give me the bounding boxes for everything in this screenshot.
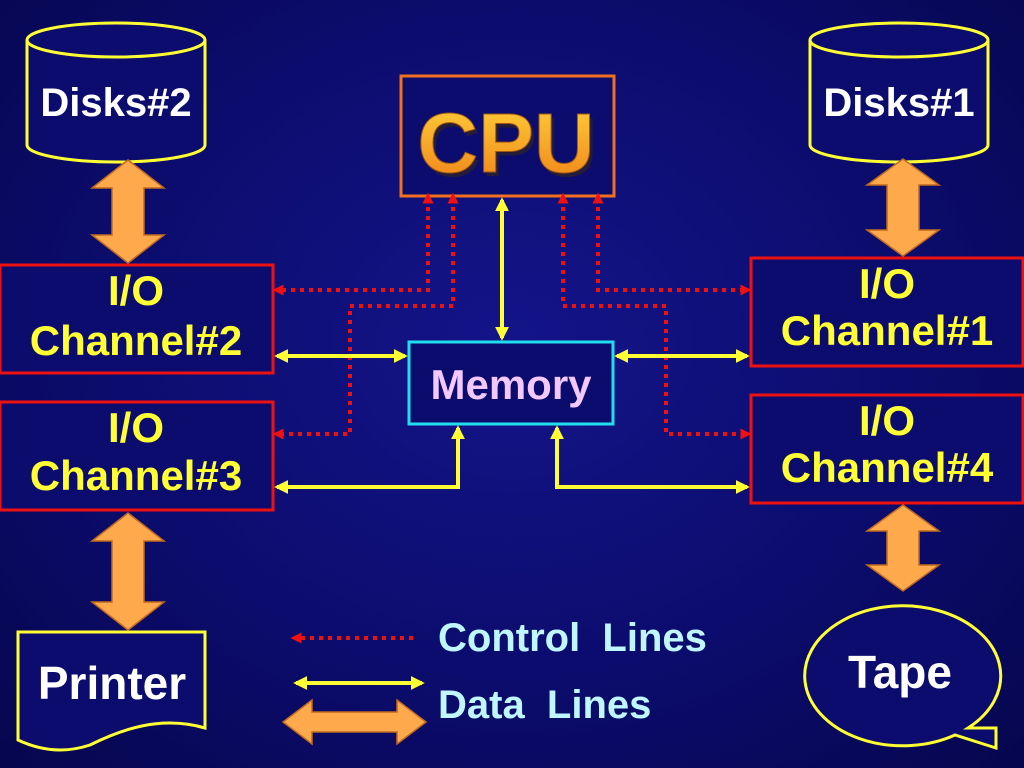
channel4-line2: Channel#4 bbox=[781, 444, 994, 491]
data-lines bbox=[274, 197, 750, 494]
channel3-line2: Channel#3 bbox=[30, 452, 242, 499]
control-line-cpu-channel4 bbox=[557, 192, 752, 440]
control-line-cpu-channel1 bbox=[592, 192, 752, 296]
double-arrow-icon bbox=[89, 512, 167, 631]
channel1-line1: I/O bbox=[859, 260, 915, 307]
data-line-channel4-memory bbox=[550, 425, 750, 494]
printer-label: Printer bbox=[38, 657, 186, 709]
tape-label: Tape bbox=[848, 646, 952, 698]
legend-data-label: Data Lines bbox=[438, 683, 651, 727]
printer-document: Printer bbox=[16, 630, 207, 752]
legend-control-label: Control Lines bbox=[438, 616, 707, 660]
cpu-label: CPU bbox=[417, 96, 594, 190]
control-line-cpu-channel2 bbox=[272, 192, 434, 296]
memory-label: Memory bbox=[430, 361, 592, 408]
legend: Control Lines Data Lines bbox=[281, 616, 707, 746]
double-arrow-icon bbox=[864, 158, 942, 257]
double-arrow-icon bbox=[864, 504, 942, 592]
disks2-label: Disks#2 bbox=[40, 81, 191, 125]
channel4-box: I/O Channel#4 bbox=[749, 393, 1024, 505]
memory-box: Memory bbox=[407, 340, 615, 426]
channel1-box: I/O Channel#1 bbox=[749, 256, 1024, 368]
data-line-channel3-memory bbox=[274, 425, 465, 494]
tape-shape: Tape bbox=[803, 604, 1003, 751]
channel1-line2: Channel#1 bbox=[781, 307, 993, 354]
disks2-cylinder: Disks#2 bbox=[25, 21, 207, 164]
double-arrow-icon bbox=[89, 159, 167, 264]
device-links bbox=[89, 158, 942, 631]
channel3-line1: I/O bbox=[108, 404, 164, 451]
channel2-line1: I/O bbox=[108, 267, 164, 314]
channel3-box: I/O Channel#3 bbox=[0, 400, 275, 512]
channel4-line1: I/O bbox=[859, 397, 915, 444]
cpu-label-shadow: CPU bbox=[420, 100, 597, 194]
channel2-box: I/O Channel#2 bbox=[0, 263, 275, 375]
double-arrow-icon bbox=[281, 698, 428, 746]
disks1-label: Disks#1 bbox=[823, 81, 974, 125]
channel2-line2: Channel#2 bbox=[30, 317, 242, 364]
cpu-box: CPU CPU bbox=[399, 74, 616, 198]
disks1-cylinder: Disks#1 bbox=[808, 21, 990, 164]
